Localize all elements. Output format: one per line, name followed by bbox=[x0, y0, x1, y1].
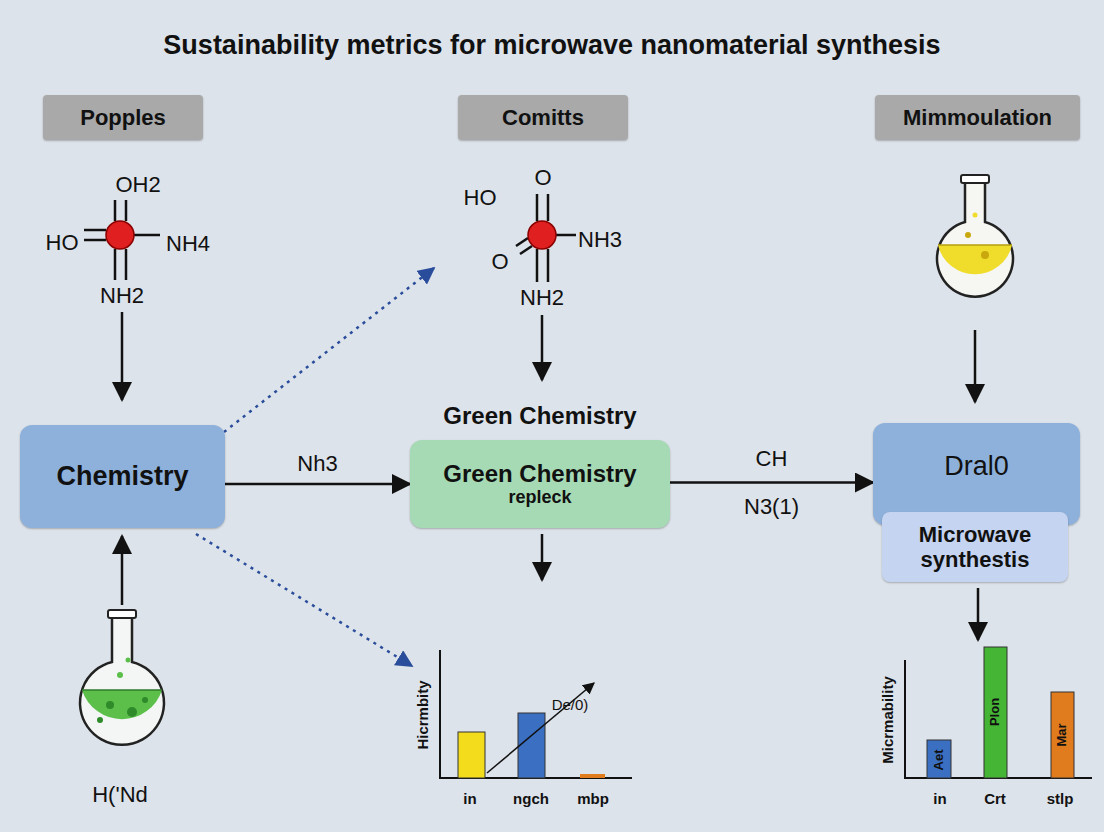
chart-label: in bbox=[463, 791, 476, 808]
chart-label: De/0) bbox=[552, 697, 589, 714]
flow-arrow bbox=[122, 312, 978, 640]
flask-label: H('Nd bbox=[92, 783, 148, 807]
bar-chart bbox=[904, 647, 1092, 779]
chart-label: Crt bbox=[984, 791, 1006, 808]
atom-label: HO bbox=[464, 186, 497, 210]
text-area: Green Chemistryrepleck bbox=[410, 440, 670, 528]
atom-label: NH3 bbox=[578, 228, 622, 252]
atom-label: O bbox=[534, 166, 551, 190]
chart-label: Mar bbox=[1055, 723, 1069, 746]
atom-label: NH2 bbox=[520, 286, 564, 310]
atom bbox=[106, 221, 134, 249]
node-text: Mimmoulation bbox=[903, 105, 1052, 130]
dotted-leader bbox=[196, 268, 434, 666]
header-box: Popples bbox=[43, 95, 203, 140]
chart-label: Hicrmbity bbox=[415, 680, 432, 749]
node-text: Dral0 bbox=[944, 451, 1009, 482]
atom-label: NH2 bbox=[100, 284, 144, 308]
text-area: Comitts bbox=[458, 95, 628, 140]
process-box: Microwave synthestis bbox=[882, 512, 1068, 582]
flask bbox=[937, 175, 1013, 297]
header-box: Comitts bbox=[458, 95, 628, 140]
flow-connector bbox=[670, 481, 873, 484]
text-area: Microwave synthestis bbox=[882, 512, 1068, 582]
atom-label: HO bbox=[46, 231, 79, 255]
chart-label: Plon bbox=[988, 698, 1002, 726]
text-area: Chemistry bbox=[20, 425, 225, 528]
header-box: Mimmoulation bbox=[875, 95, 1080, 140]
edge-label: CH N3(1) bbox=[744, 435, 799, 531]
text-area: Popples bbox=[43, 95, 203, 140]
node-text: repleck bbox=[508, 487, 571, 508]
node-text: Popples bbox=[80, 105, 166, 130]
flask bbox=[80, 610, 164, 745]
edge-label: Nh3 bbox=[294, 452, 340, 476]
node-text: Comitts bbox=[502, 105, 584, 130]
atom-label: O bbox=[491, 250, 508, 274]
node-text: Chemistry bbox=[56, 461, 188, 492]
chart-label: stlp bbox=[1047, 791, 1074, 808]
chart-label: Aet bbox=[932, 750, 946, 771]
atom-label: OH2 bbox=[115, 173, 160, 197]
atom bbox=[528, 221, 556, 249]
chart-label: ngch bbox=[513, 791, 549, 808]
text-area: Mimmoulation bbox=[875, 95, 1080, 140]
molecule bbox=[84, 200, 160, 280]
atom-label: NH4 bbox=[166, 232, 210, 256]
process-box: Dral0Microwave synthestis bbox=[873, 423, 1080, 525]
text-area: Dral0 bbox=[873, 423, 1080, 511]
process-box: Chemistry bbox=[20, 425, 225, 528]
node-text: Green Chemistry bbox=[443, 460, 636, 488]
bar-chart bbox=[439, 650, 632, 779]
molecule bbox=[516, 194, 576, 282]
title: Sustainability metrics for microwave nan… bbox=[0, 30, 1104, 61]
chart-label: Micrmability bbox=[880, 676, 897, 764]
node-text: Microwave synthestis bbox=[892, 522, 1058, 573]
chart-label: in bbox=[933, 791, 946, 808]
chart-label: mbp bbox=[577, 791, 609, 808]
process-box: Green ChemistryrepleckGreen Chemistry bbox=[410, 440, 670, 528]
node-heading: Green Chemistry bbox=[439, 402, 640, 430]
flow-connector bbox=[225, 483, 410, 486]
